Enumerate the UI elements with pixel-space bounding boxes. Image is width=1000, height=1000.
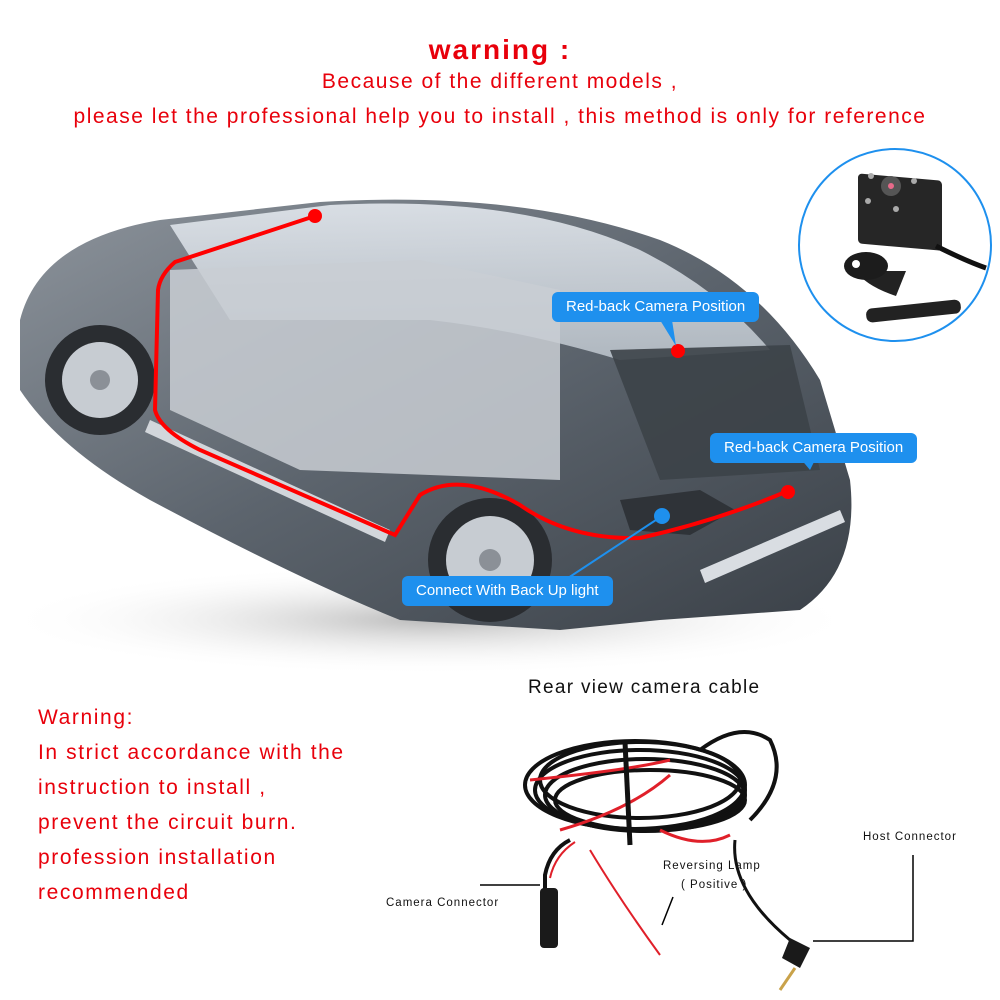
warning-line: In strict accordance with the <box>38 741 345 764</box>
warning-line: prevent the circuit burn. <box>38 811 298 834</box>
label-reversing-lamp: Reversing Lamp <box>663 860 761 872</box>
warning-line: recommended <box>38 881 190 904</box>
warning-title: warning : <box>428 34 572 65</box>
warning-heading: Warning: <box>38 706 135 729</box>
warning-subtitle-1: Because of the different models , <box>321 70 679 93</box>
warning-line: instruction to install , <box>38 776 267 799</box>
cable-illustration <box>480 730 914 991</box>
callout-backup-light: Connect With Back Up light <box>402 576 613 606</box>
warning-subtitle-2: please let the professional help you to … <box>73 105 927 128</box>
label-reversing-lamp-positive: ( Positive ) <box>681 879 748 891</box>
warning-line: profession installation <box>38 846 277 869</box>
label-camera-connector: Camera Connector <box>386 897 500 909</box>
cable-title: Rear view camera cable <box>528 677 761 698</box>
callout-rear-camera-plate: Red-back Camera Position <box>710 433 918 463</box>
camera-inset <box>798 148 992 342</box>
callout-rear-camera-top: Red-back Camera Position <box>552 292 760 322</box>
label-host-connector: Host Connector <box>863 831 957 843</box>
